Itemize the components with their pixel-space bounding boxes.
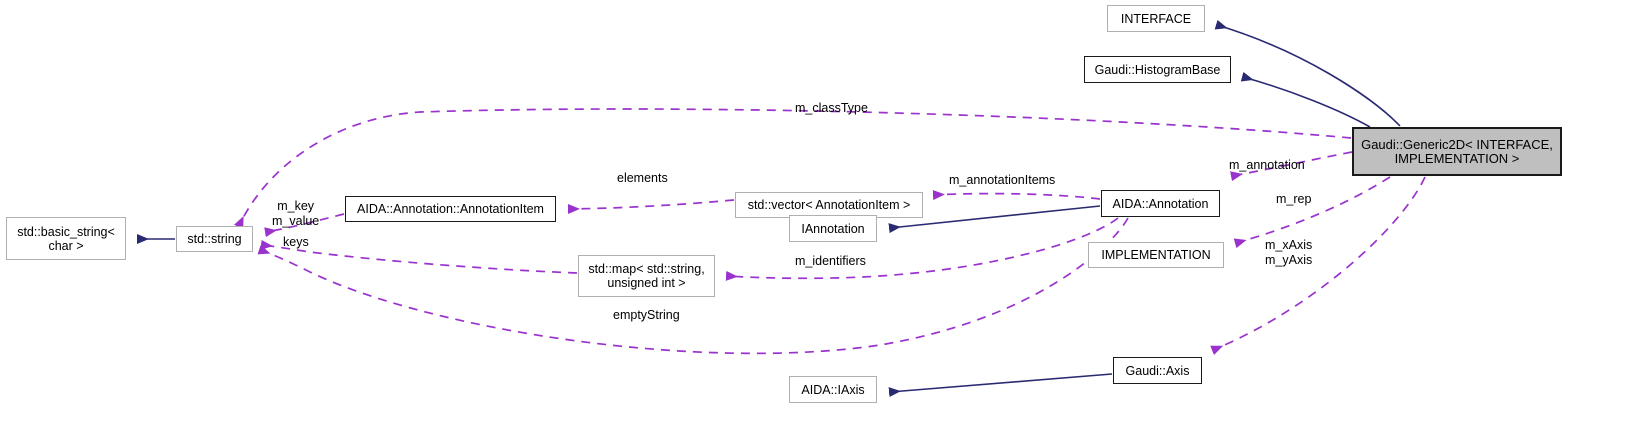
node-gaudi-histogrambase[interactable]: Gaudi::HistogramBase xyxy=(1084,56,1231,83)
edge-label-m-xaxis-m-yaxis: m_xAxis m_yAxis xyxy=(1265,238,1313,267)
node-std-vector-annotationitem-label: std::vector< AnnotationItem > xyxy=(747,198,911,212)
edge-label-m-annotation: m_annotation xyxy=(1229,158,1305,172)
node-iannotation-label: IAnnotation xyxy=(801,221,865,236)
edge-generic2d-to-interface xyxy=(1214,19,1401,127)
edge-label-m-identifiers: m_identifiers xyxy=(795,254,866,268)
node-iannotation[interactable]: IAnnotation xyxy=(789,215,877,242)
edge-generic2d-to-annotation-m_annotation xyxy=(1230,151,1353,182)
edge-annotation-to-vectorann-m_annotationItems xyxy=(932,190,1101,201)
node-aida-annotation-annotationitem[interactable]: AIDA::Annotation::AnnotationItem xyxy=(345,196,556,222)
edge-label-elements: elements xyxy=(617,171,668,185)
edge-annotation-to-stdmap-m_identifiers xyxy=(725,217,1119,281)
node-std-string-label: std::string xyxy=(187,232,242,246)
edge-vectorann-to-annotationitem-elements xyxy=(567,199,735,215)
edge-annotation-to-iannotation xyxy=(888,205,1101,234)
edge-stdmap-to-stdstring-keys xyxy=(260,239,578,274)
edge-label-m-classtype: m_classType xyxy=(795,101,868,115)
node-interface[interactable]: INTERFACE xyxy=(1107,5,1205,32)
node-aida-iaxis[interactable]: AIDA::IAxis xyxy=(789,376,877,403)
node-interface-label: INTERFACE xyxy=(1120,11,1192,26)
node-gaudi-generic2d-label: Gaudi::Generic2D< INTERFACE, IMPLEMENTAT… xyxy=(1361,136,1553,166)
edge-generic2d-to-implementation-m_rep xyxy=(1233,176,1391,249)
node-std-basic-string[interactable]: std::basic_string< char > xyxy=(6,217,126,260)
node-gaudi-histogrambase-label: Gaudi::HistogramBase xyxy=(1094,62,1221,77)
edge-label-m-annotationitems: m_annotationItems xyxy=(949,173,1056,187)
edge-label-emptystring: emptyString xyxy=(613,308,680,322)
node-implementation[interactable]: IMPLEMENTATION xyxy=(1088,242,1224,268)
node-gaudi-axis[interactable]: Gaudi::Axis xyxy=(1113,357,1202,384)
node-std-basic-string-label: std::basic_string< char > xyxy=(17,224,115,253)
edge-generic2d-to-stdstring-m_classType xyxy=(234,108,1352,230)
node-std-map-string-unsigned-int-label: std::map< std::string, unsigned int > xyxy=(588,262,705,290)
node-implementation-label: IMPLEMENTATION xyxy=(1101,248,1211,262)
node-aida-iaxis-label: AIDA::IAxis xyxy=(801,382,865,397)
edge-generic2d-to-gaudiaxis-m_xAxis_m_yAxis xyxy=(1210,176,1426,356)
node-std-vector-annotationitem[interactable]: std::vector< AnnotationItem > xyxy=(735,192,923,218)
node-std-string[interactable]: std::string xyxy=(176,226,253,252)
edge-annotation-to-stdstring-emptyString xyxy=(257,217,1129,355)
edge-label-m-key-m-value: m_key m_value xyxy=(272,199,320,228)
edge-generic2d-to-histogrambase xyxy=(1240,71,1371,128)
edge-annotationitem-to-stdstring-m_key_m_value xyxy=(264,213,345,238)
node-std-map-string-unsigned-int[interactable]: std::map< std::string, unsigned int > xyxy=(578,255,715,297)
node-aida-annotation-label: AIDA::Annotation xyxy=(1112,196,1209,211)
edge-label-keys: keys xyxy=(283,235,309,249)
node-aida-annotation-annotationitem-label: AIDA::Annotation::AnnotationItem xyxy=(357,202,544,216)
edge-gaudiaxis-to-iaxis xyxy=(888,373,1113,398)
node-aida-annotation[interactable]: AIDA::Annotation xyxy=(1101,190,1220,217)
node-gaudi-axis-label: Gaudi::Axis xyxy=(1125,363,1190,378)
node-gaudi-generic2d[interactable]: Gaudi::Generic2D< INTERFACE, IMPLEMENTAT… xyxy=(1352,127,1562,176)
edge-label-m-rep: m_rep xyxy=(1276,192,1312,206)
